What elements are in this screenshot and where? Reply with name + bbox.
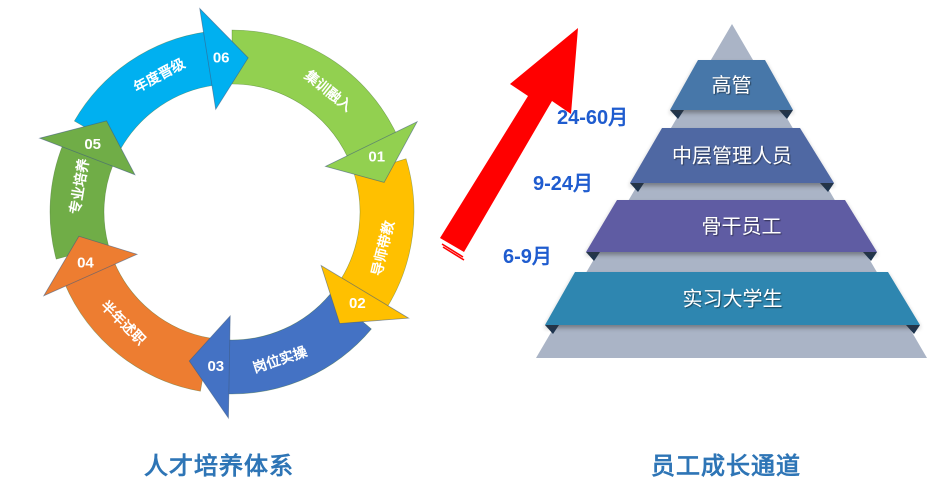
band-fold-right — [820, 183, 834, 192]
band-shape — [586, 200, 877, 252]
band-label: 高管 — [712, 73, 752, 97]
band-label: 骨干员工 — [702, 214, 782, 238]
cycle-step-number: 05 — [84, 136, 101, 153]
cycle-arrowhead-02 — [320, 264, 410, 324]
growth-arrow — [439, 28, 578, 261]
growth-arrow-shape — [440, 28, 578, 252]
cycle-arrowhead-06 — [199, 7, 249, 111]
band-fold-right — [863, 252, 877, 261]
cycle-segment-01 — [231, 29, 398, 159]
level-core-staff: 骨干员工 — [586, 200, 877, 261]
level-intern: 实习大学生 — [545, 272, 920, 334]
cycle-arrowhead-04 — [42, 235, 139, 297]
band-fold-right — [779, 110, 793, 119]
band-shape — [630, 128, 834, 183]
band-fold-left — [545, 325, 559, 334]
talent-cycle-ring: 060102030405年度晋级集训融入导师带教岗位实操半年述职专业培养 — [38, 7, 419, 420]
cycle-step-number: 06 — [213, 49, 230, 66]
cycle-arrowhead-01 — [324, 120, 419, 183]
cycle-step-number: 03 — [207, 358, 224, 375]
cycle-arrowhead-03 — [188, 314, 231, 420]
cycle-step-number: 04 — [77, 254, 94, 271]
duration-label-middle: 9-24月 — [533, 173, 593, 195]
band-fold-left — [586, 252, 600, 261]
cycle-step-number: 02 — [349, 295, 366, 312]
growth-path-title: 员工成长通道 — [651, 452, 801, 480]
band-fold-right — [906, 325, 920, 334]
band-fold-left — [670, 110, 684, 119]
level-senior-executive: 高管 — [670, 60, 793, 119]
talent-cycle-title: 人才培养体系 — [144, 452, 294, 480]
cycle-arrowhead-05 — [38, 120, 136, 176]
duration-label-senior: 24-60月 — [557, 107, 628, 129]
cycle-step-number: 01 — [368, 148, 385, 165]
band-shape — [670, 60, 793, 110]
band-label: 中层管理人员 — [672, 144, 792, 168]
level-middle-management: 中层管理人员 — [630, 128, 834, 192]
band-shape — [545, 272, 920, 325]
band-label: 实习大学生 — [683, 287, 783, 311]
duration-label-core: 6-9月 — [503, 246, 552, 268]
band-fold-left — [630, 183, 644, 192]
